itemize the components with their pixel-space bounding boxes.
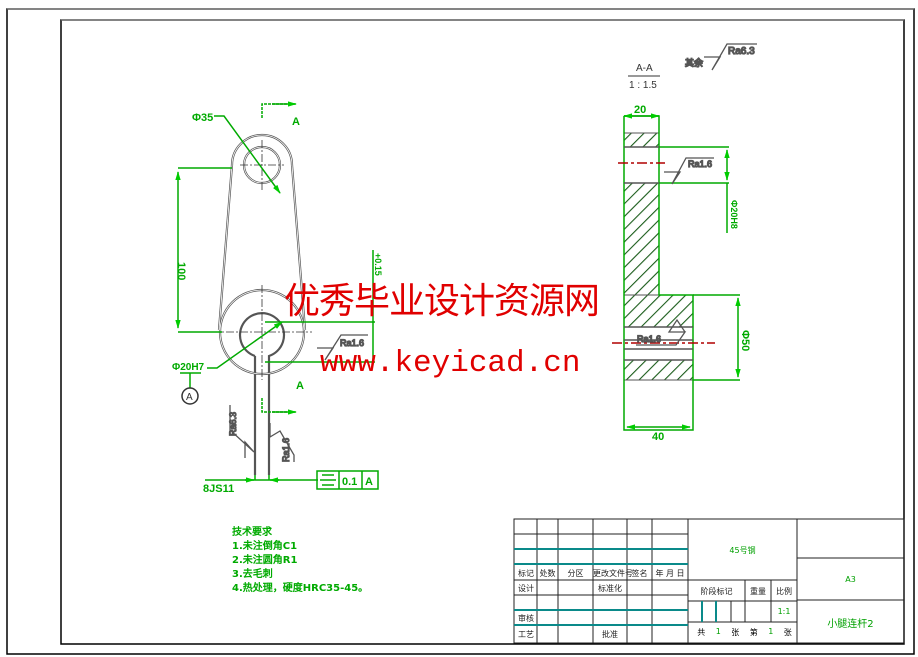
remaining-roughness: 其余 Ra6.3 xyxy=(684,43,757,71)
roughness-section-top: Ra1.6 xyxy=(664,157,714,185)
svg-text:A: A xyxy=(186,392,193,403)
tb-header-change-doc: 更改文件号 xyxy=(593,569,633,578)
tb-approve-label: 批准 xyxy=(602,630,618,639)
tb-sheet-info: 共 1 张 第 1 张 xyxy=(697,627,792,637)
roughness-section-mid: Ra1.6 xyxy=(636,318,687,346)
tech-req-item: 2.未注圆角R1 xyxy=(232,555,298,566)
tb-standard-label: 标准化 xyxy=(598,584,622,593)
tb-design-label: 设计 xyxy=(518,584,534,593)
svg-text:Ra1.6: Ra1.6 xyxy=(340,338,364,348)
tb-header-signature: 签名 xyxy=(631,569,648,578)
watermark-title: 优秀毕业设计资源网 xyxy=(284,281,600,322)
dim-phi35: Φ35 xyxy=(192,112,213,124)
tb-process-label: 工艺 xyxy=(518,630,534,639)
tech-req-item: 1.未注倒角C1 xyxy=(232,541,298,552)
svg-text:1 : 1.5: 1 : 1.5 xyxy=(629,80,657,91)
tech-req-title: 技术要求 xyxy=(232,527,272,538)
svg-text:A: A xyxy=(365,476,373,488)
dim-phi20h7: Φ20H7 xyxy=(172,362,205,373)
svg-text:其余: 其余 xyxy=(685,57,703,68)
tb-weight: 重量 xyxy=(750,587,766,596)
dim-8js11: 8JS11 xyxy=(203,483,234,495)
tb-header-date: 年 月 日 xyxy=(655,569,685,578)
tech-req-item: 3.去毛刺 xyxy=(232,569,273,580)
svg-text:Ra1.6: Ra1.6 xyxy=(637,334,661,344)
roughness-bore-symbol: Ra1.6 xyxy=(317,334,368,361)
centerlines xyxy=(212,140,312,380)
tb-part-name: 小腿连杆2 xyxy=(827,619,874,630)
svg-text:Φ50: Φ50 xyxy=(739,330,751,351)
dim-offset-tol: +0.15 xyxy=(373,253,383,276)
tb-header-count: 处数 xyxy=(539,569,556,578)
symmetry-icon xyxy=(320,474,336,486)
svg-text:20: 20 xyxy=(634,104,646,116)
inner-frame xyxy=(60,19,905,645)
section-view-dimensions xyxy=(623,113,741,430)
front-view-dimensions xyxy=(175,101,375,483)
svg-text:Ra6.3: Ra6.3 xyxy=(728,46,755,57)
tb-check-label: 审核 xyxy=(518,614,534,623)
tb-material: 45号钢 xyxy=(729,546,756,555)
section-mark-top: A xyxy=(292,116,300,128)
section-view-dimension-text: 20 Φ20H8 Φ50 40 xyxy=(634,104,751,443)
svg-text:0.1: 0.1 xyxy=(342,476,357,488)
geometric-tolerance-frame: 0.1 A xyxy=(316,470,379,490)
svg-text:A-A: A-A xyxy=(636,63,653,74)
tech-req-item: 4.热处理，硬度HRC35-45。 xyxy=(232,583,369,594)
tb-header-zone: 分区 xyxy=(567,569,584,578)
dim-100: 100 xyxy=(175,262,187,280)
section-view-title: A-A 1 : 1.5 xyxy=(628,63,660,91)
svg-text:Ra6.3: Ra6.3 xyxy=(228,412,238,436)
tb-scale-label: 比例 xyxy=(776,587,792,596)
roughness-slot-right-symbol: Ra1.6 xyxy=(269,423,295,463)
tb-scale-value: 1:1 xyxy=(777,607,791,616)
datum-a-symbol: A xyxy=(181,387,199,405)
svg-text:Φ20H8: Φ20H8 xyxy=(729,200,739,229)
tb-stage-mark: 阶段标记 xyxy=(700,587,733,596)
section-body xyxy=(612,115,740,431)
section-mark-bottom: A xyxy=(296,380,304,392)
svg-text:Ra1.6: Ra1.6 xyxy=(281,438,291,462)
title-block-grid xyxy=(513,518,905,644)
roughness-slot-left-symbol: Ra6.3 xyxy=(227,405,255,458)
technical-requirements: 技术要求 1.未注倒角C1 2.未注圆角R1 3.去毛刺 4.热处理，硬度HRC… xyxy=(232,526,368,596)
front-view-dimension-text: Φ35 100 Φ20H7 +0.15 A A 8JS11 xyxy=(172,112,383,495)
watermark-url: www.keyicad.cn xyxy=(320,346,581,381)
svg-text:40: 40 xyxy=(652,431,664,443)
tb-header-mark: 标记 xyxy=(518,569,534,578)
tb-paper-size: A3 xyxy=(845,575,856,584)
svg-text:Ra1.6: Ra1.6 xyxy=(688,159,712,169)
outer-frame xyxy=(6,8,915,655)
